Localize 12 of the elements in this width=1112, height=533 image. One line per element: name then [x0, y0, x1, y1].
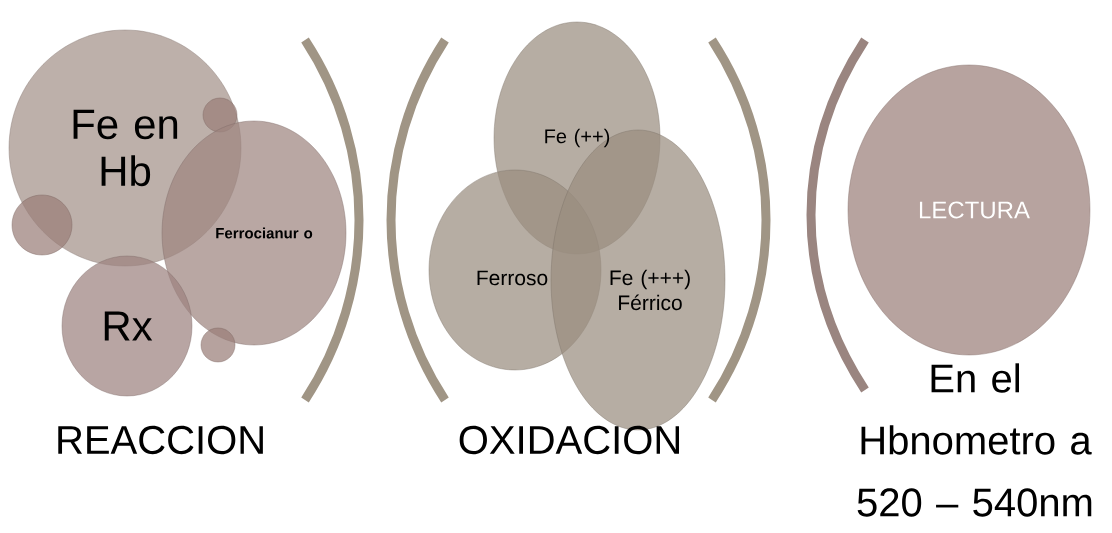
stage-label: REACCION	[58, 425, 263, 455]
circle-label: Rx	[104, 311, 153, 341]
stage-label: OXIDACION	[459, 425, 679, 455]
circle-label: Fe (++)	[545, 128, 610, 148]
circle-label: LECTURA	[919, 201, 1030, 219]
circle-label: Ferroso	[477, 270, 548, 286]
circle-label: Fe (+++) Férrico	[610, 269, 690, 311]
circle-shape	[847, 64, 1091, 356]
circle-shape	[61, 255, 193, 397]
circle-label: Fe en Hb	[73, 109, 178, 187]
small-circle	[200, 327, 236, 363]
circle-label: Ferrocianur o	[216, 227, 313, 239]
